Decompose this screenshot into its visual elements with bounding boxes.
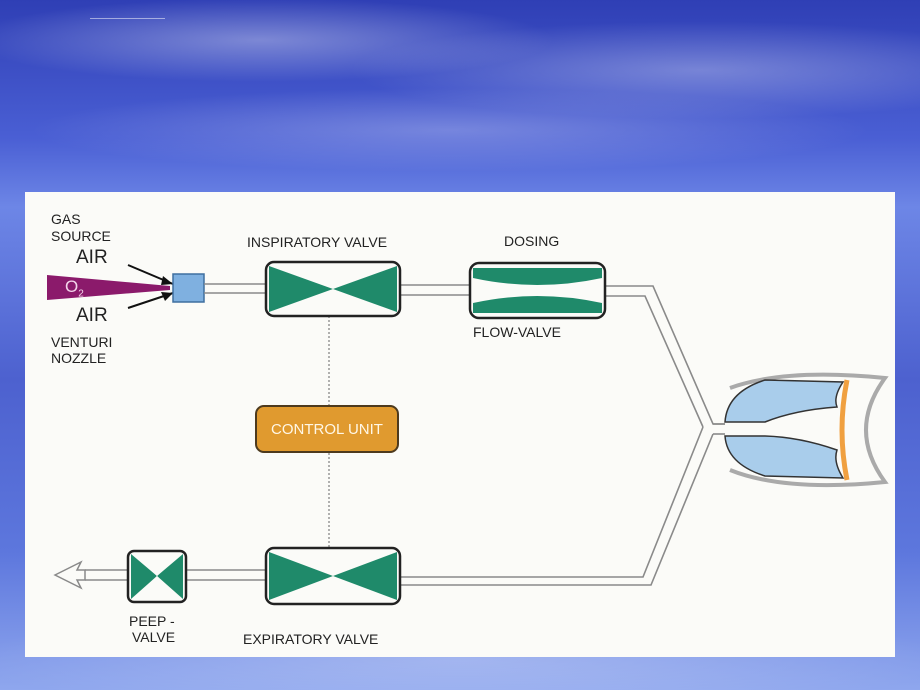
air-label-top: AIR <box>76 247 108 268</box>
flow-valve-label: FLOW-VALVE <box>473 324 561 340</box>
gas-source-label: GAS <box>51 211 81 227</box>
peep-valve-label: VALVE <box>132 629 176 645</box>
lung-bottom <box>724 435 845 479</box>
air-label-bottom: AIR <box>76 305 108 326</box>
venturi-label: VENTURI <box>51 334 113 350</box>
lung-top <box>724 379 845 423</box>
peep-valve <box>126 549 188 604</box>
inspiratory-valve-label: INSPIRATORY VALVE <box>247 234 388 250</box>
dosing-label: DOSING <box>504 233 560 249</box>
gas-source-label-2: SOURCE <box>51 228 111 244</box>
inspiratory-valve <box>264 260 402 318</box>
arrow-left-icon <box>53 560 86 590</box>
pipes <box>85 283 725 586</box>
expiratory-valve-label: EXPIRATORY VALVE <box>243 631 379 647</box>
nozzle-label: NOZZLE <box>51 350 107 366</box>
venturi-nozzle-box <box>172 273 205 303</box>
o2-source-cone <box>47 275 170 300</box>
control-unit-box: CONTROL UNIT <box>255 405 399 453</box>
ventilator-diagram-panel: GAS SOURCE AIR O2 AIR VENTURI NOZZLE INS… <box>25 192 895 657</box>
expiratory-valve <box>264 546 402 606</box>
o2-label: O2 <box>65 277 84 300</box>
lungs <box>724 372 889 488</box>
dosing-flow-valve <box>468 261 607 320</box>
chest-wall <box>729 372 889 488</box>
decorative-line <box>90 18 165 19</box>
diagram-graphics <box>47 260 889 606</box>
peep-label: PEEP - <box>129 613 175 629</box>
